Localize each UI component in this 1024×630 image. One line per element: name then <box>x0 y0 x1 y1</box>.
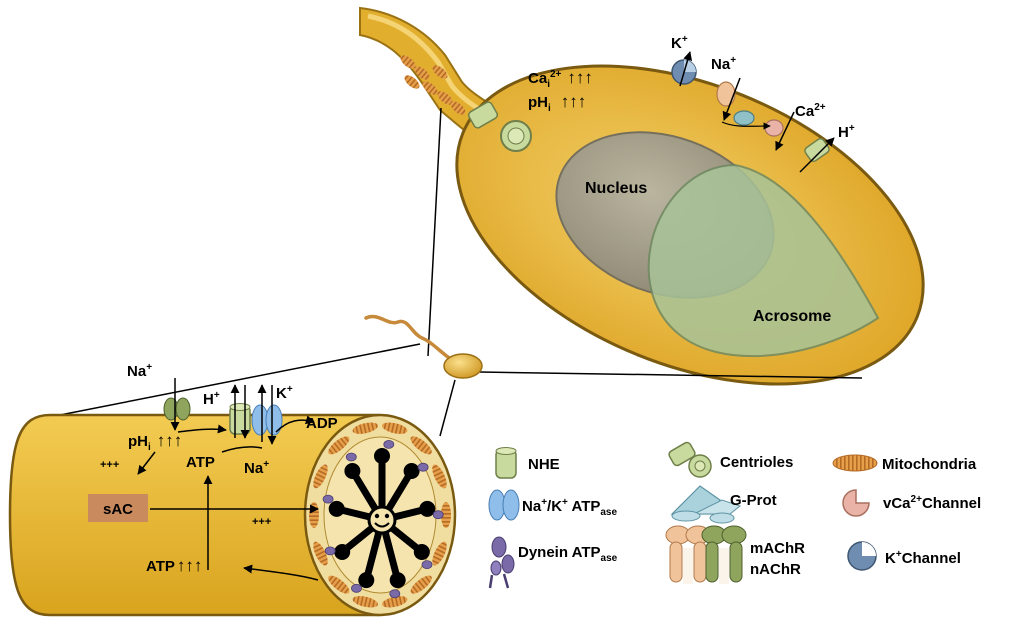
mitochondrion <box>328 436 350 455</box>
legend-mitochondria-icon <box>832 454 878 472</box>
microtubule-doublet <box>328 500 345 517</box>
legend-nachr-label: nAChR <box>750 561 801 578</box>
atp-bottom-label: ATP↑↑↑ <box>146 556 202 575</box>
dynein-arm <box>383 439 395 449</box>
sperm-head-panel: Cai2+↑↑↑ pHi↑↑↑ K+ Na+ Ca2+ H+ Nucleus A… <box>359 6 925 386</box>
dynein-arm <box>322 494 334 504</box>
microtubule-doublet <box>358 572 375 589</box>
mitochondrion <box>432 464 447 489</box>
flagellum-k-label: K+ <box>276 384 293 402</box>
plus-mid-label: +++ <box>252 516 271 528</box>
acrosome-label: Acrosome <box>753 308 831 325</box>
atp-label: ATP <box>186 454 215 471</box>
head-ph-label: pHi↑↑↑ <box>528 92 586 114</box>
head-receptor-cluster-icon <box>716 77 795 151</box>
mitochondrion <box>410 575 432 594</box>
mitochondrion <box>410 436 432 455</box>
microtubule-doublet <box>389 572 406 589</box>
head-centriole <box>467 101 532 152</box>
microtubule-doublet <box>374 448 390 464</box>
microtubule-doublet <box>334 544 351 560</box>
midpiece-mitochondria <box>400 55 466 115</box>
dynein-arm <box>389 589 401 599</box>
legend-mitochondria-label: Mitochondria <box>882 456 977 473</box>
legend-centrioles-label: Centrioles <box>720 454 793 471</box>
sac-box <box>88 494 148 522</box>
dynein-arm <box>421 560 433 569</box>
flagellum-nak-pump-icon <box>251 404 283 436</box>
head-midpiece-inner <box>367 13 486 115</box>
mitochondrion <box>381 422 408 434</box>
head-k-label: K+ <box>671 34 688 52</box>
legend-gprot-icon <box>670 485 742 524</box>
dynein-arm <box>345 452 357 462</box>
legend-dynein-icon <box>488 536 515 589</box>
legend-gprot-label: G-Prot <box>730 492 777 509</box>
mitochondrion <box>313 541 328 566</box>
microtubule-doublet <box>344 463 361 479</box>
mitochondrion <box>328 575 350 594</box>
legend-machr-icon <box>665 525 711 584</box>
sac-label: sAC <box>103 501 133 518</box>
nucleus-label: Nucleus <box>585 180 647 197</box>
acrosome-shape <box>647 163 880 358</box>
microtubule-doublet <box>403 463 420 479</box>
legend-vca-label: vCa2+Channel <box>883 494 981 512</box>
head-ca-label: Cai2+↑↑↑ <box>528 68 593 90</box>
legend-centrioles-icon <box>668 441 712 478</box>
zoom-lines <box>59 107 863 437</box>
mitochondrion <box>309 502 319 528</box>
mitochondrion <box>352 422 379 434</box>
flagellum-ph-label: pHi↑↑↑ <box>128 431 182 453</box>
central-pair-icon <box>367 505 397 535</box>
flagellum-panel: sAC Na+ H+ K+ ADP pHi↑↑↑ ATP Na+ +++ +++… <box>8 362 457 617</box>
plus-left-label: +++ <box>100 459 119 471</box>
flagellum-na-label: Na+ <box>127 362 152 380</box>
legend-nhe-label: NHE <box>528 456 560 473</box>
legend-nak-icon <box>488 489 520 521</box>
head-h-label: H+ <box>838 123 855 141</box>
dynein-arm <box>351 583 362 593</box>
head-k-channel-icon <box>671 51 697 87</box>
head-nhe-icon <box>799 137 835 173</box>
adp-label: ADP <box>306 415 338 432</box>
mitochondrion <box>313 464 328 489</box>
legend-dynein-label: Dynein ATPase <box>518 544 618 564</box>
legend-nachr-icon <box>701 525 747 584</box>
flagellum-nhe-icon <box>229 403 251 435</box>
legend-nak-label: Na+/K+ ATPase <box>522 497 617 518</box>
flagellum-h-label: H+ <box>203 390 220 408</box>
legend-k-channel-icon <box>847 541 877 571</box>
dynein-arm <box>417 462 429 472</box>
mitochondrion <box>441 502 451 528</box>
head-ca2-label: Ca2+ <box>795 102 826 120</box>
flagellum-cylinder-body <box>8 413 380 617</box>
head-na-label: Na+ <box>711 55 736 73</box>
microtubule-doublet <box>419 500 436 517</box>
mini-sperm <box>364 314 483 379</box>
legend-vca-channel-icon <box>842 489 870 517</box>
legend: NHE Centrioles Mitochondria Na+/K+ ATPas… <box>488 441 981 589</box>
flagellum-na2-label: Na+ <box>244 459 269 477</box>
dynein-arm <box>324 546 336 556</box>
legend-machr-label: mAChR <box>750 540 805 557</box>
mitochondrion <box>381 596 408 608</box>
dynein-arm <box>432 510 444 520</box>
microtubule-doublet <box>413 544 430 560</box>
legend-k-channel-label: K+Channel <box>885 549 961 567</box>
mitochondrion <box>432 541 447 566</box>
mitochondrion <box>352 596 379 608</box>
flagellum-arrows <box>137 378 319 581</box>
legend-nhe-icon <box>495 447 517 479</box>
